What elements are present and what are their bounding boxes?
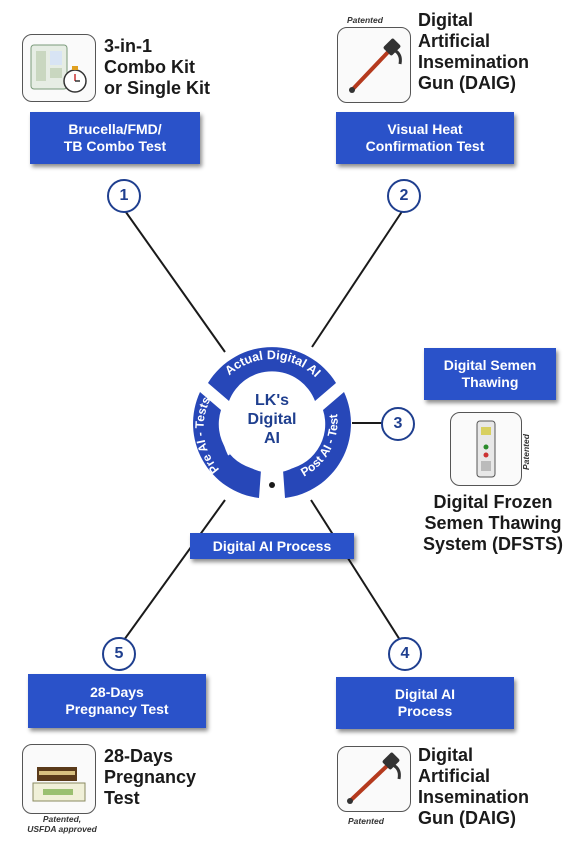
insemination-gun-icon: [337, 27, 411, 103]
step-2-caption: Digital Artificial Insemination Gun (DAI…: [418, 10, 530, 93]
step-5-caption: 28-Days Pregnancy Test: [104, 746, 197, 808]
pregnancy-test-icon: [22, 744, 96, 814]
step-1-number: 1: [107, 179, 141, 213]
digital-ai-process-label: Digital AI Process: [190, 533, 354, 559]
step-4-patent-note: Patented: [348, 816, 384, 826]
combo-kit-icon: [22, 34, 96, 102]
step-1-caption: 3-in-1 Combo Kit or Single Kit: [104, 36, 211, 98]
digital-ai-cycle-ring: Actual Digital AI Pre AI - Tests Post AI…: [192, 347, 351, 498]
step-2-patent-note: Patented: [347, 15, 383, 25]
step-3-patent-note: Patented: [521, 434, 531, 470]
semen-thawer-icon: [450, 412, 522, 486]
insemination-gun-icon: [337, 746, 411, 812]
step-5-patent-note: Patented, USFDA approved: [27, 814, 97, 834]
connector-line-4: [310, 499, 401, 641]
step-2-number: 2: [387, 179, 421, 213]
connector-line-2: [311, 209, 404, 348]
connector-line-1: [122, 207, 226, 353]
step-4-caption: Digital Artificial Insemination Gun (DAI…: [418, 745, 530, 828]
step-1-box: Brucella/FMD/TB Combo Test: [30, 112, 200, 164]
step-3-number: 3: [381, 407, 415, 441]
connector-line-5: [123, 499, 226, 641]
step-5-number: 5: [102, 637, 136, 671]
center-title: LK's Digital AI: [247, 392, 297, 447]
step-3-caption: Digital Frozen Semen Thawing System (DFS…: [422, 492, 564, 554]
step-4-number: 4: [388, 637, 422, 671]
